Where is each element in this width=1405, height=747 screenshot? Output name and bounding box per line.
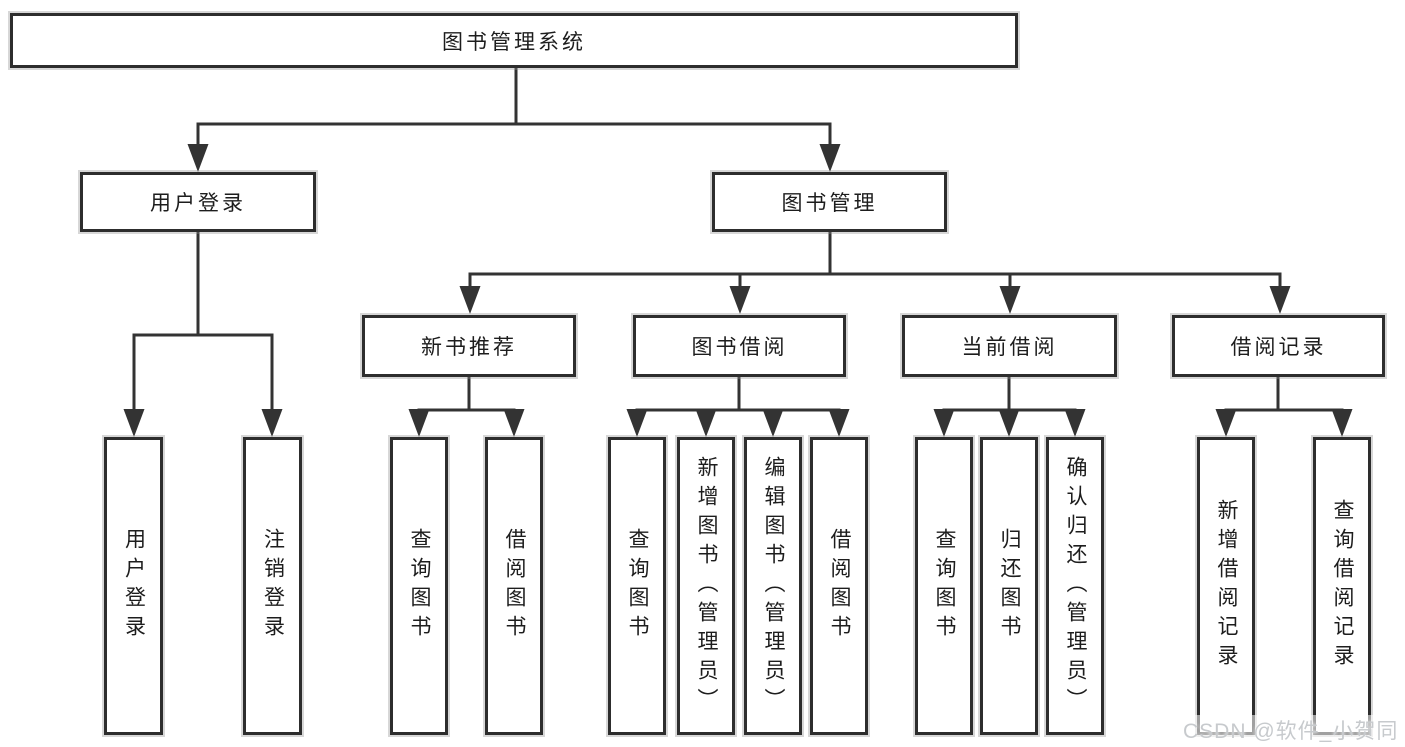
leaf-records-add-record: 新增借阅记录 bbox=[1197, 437, 1255, 735]
leaf-borrow-borrow-books: 借阅图书 bbox=[810, 437, 868, 735]
leaf-logout: 注销登录 bbox=[243, 437, 302, 735]
leaf-borrow-add-books-admin: 新增图书（管理员） bbox=[677, 437, 735, 735]
leaf-borrow-query-books: 查询图书 bbox=[608, 437, 666, 735]
node-current-borrow: 当前借阅 bbox=[902, 315, 1117, 377]
leaf-current-confirm-return-admin: 确认归还（管理员） bbox=[1046, 437, 1104, 735]
node-borrow-records: 借阅记录 bbox=[1172, 315, 1385, 377]
connector-line-group bbox=[132, 68, 1344, 413]
node-library-management-system: 图书管理系统 bbox=[10, 13, 1018, 68]
node-book-management: 图书管理 bbox=[712, 172, 947, 232]
leaf-borrow-edit-books-admin: 编辑图书（管理员） bbox=[744, 437, 802, 735]
node-book-borrow: 图书借阅 bbox=[633, 315, 846, 377]
leaf-records-query-record: 查询借阅记录 bbox=[1313, 437, 1371, 735]
csdn-watermark: CSDN @软件_小贺同学 bbox=[1181, 715, 1405, 747]
node-user-login: 用户登录 bbox=[80, 172, 316, 232]
leaf-recommend-borrow-books: 借阅图书 bbox=[485, 437, 543, 735]
leaf-recommend-query-books: 查询图书 bbox=[390, 437, 448, 735]
leaf-current-return-books: 归还图书 bbox=[980, 437, 1038, 735]
leaf-user-login: 用户登录 bbox=[104, 437, 163, 735]
leaf-current-query-books: 查询图书 bbox=[915, 437, 973, 735]
arrow-down-icons bbox=[123, 144, 1353, 437]
node-new-book-recommend: 新书推荐 bbox=[362, 315, 576, 377]
